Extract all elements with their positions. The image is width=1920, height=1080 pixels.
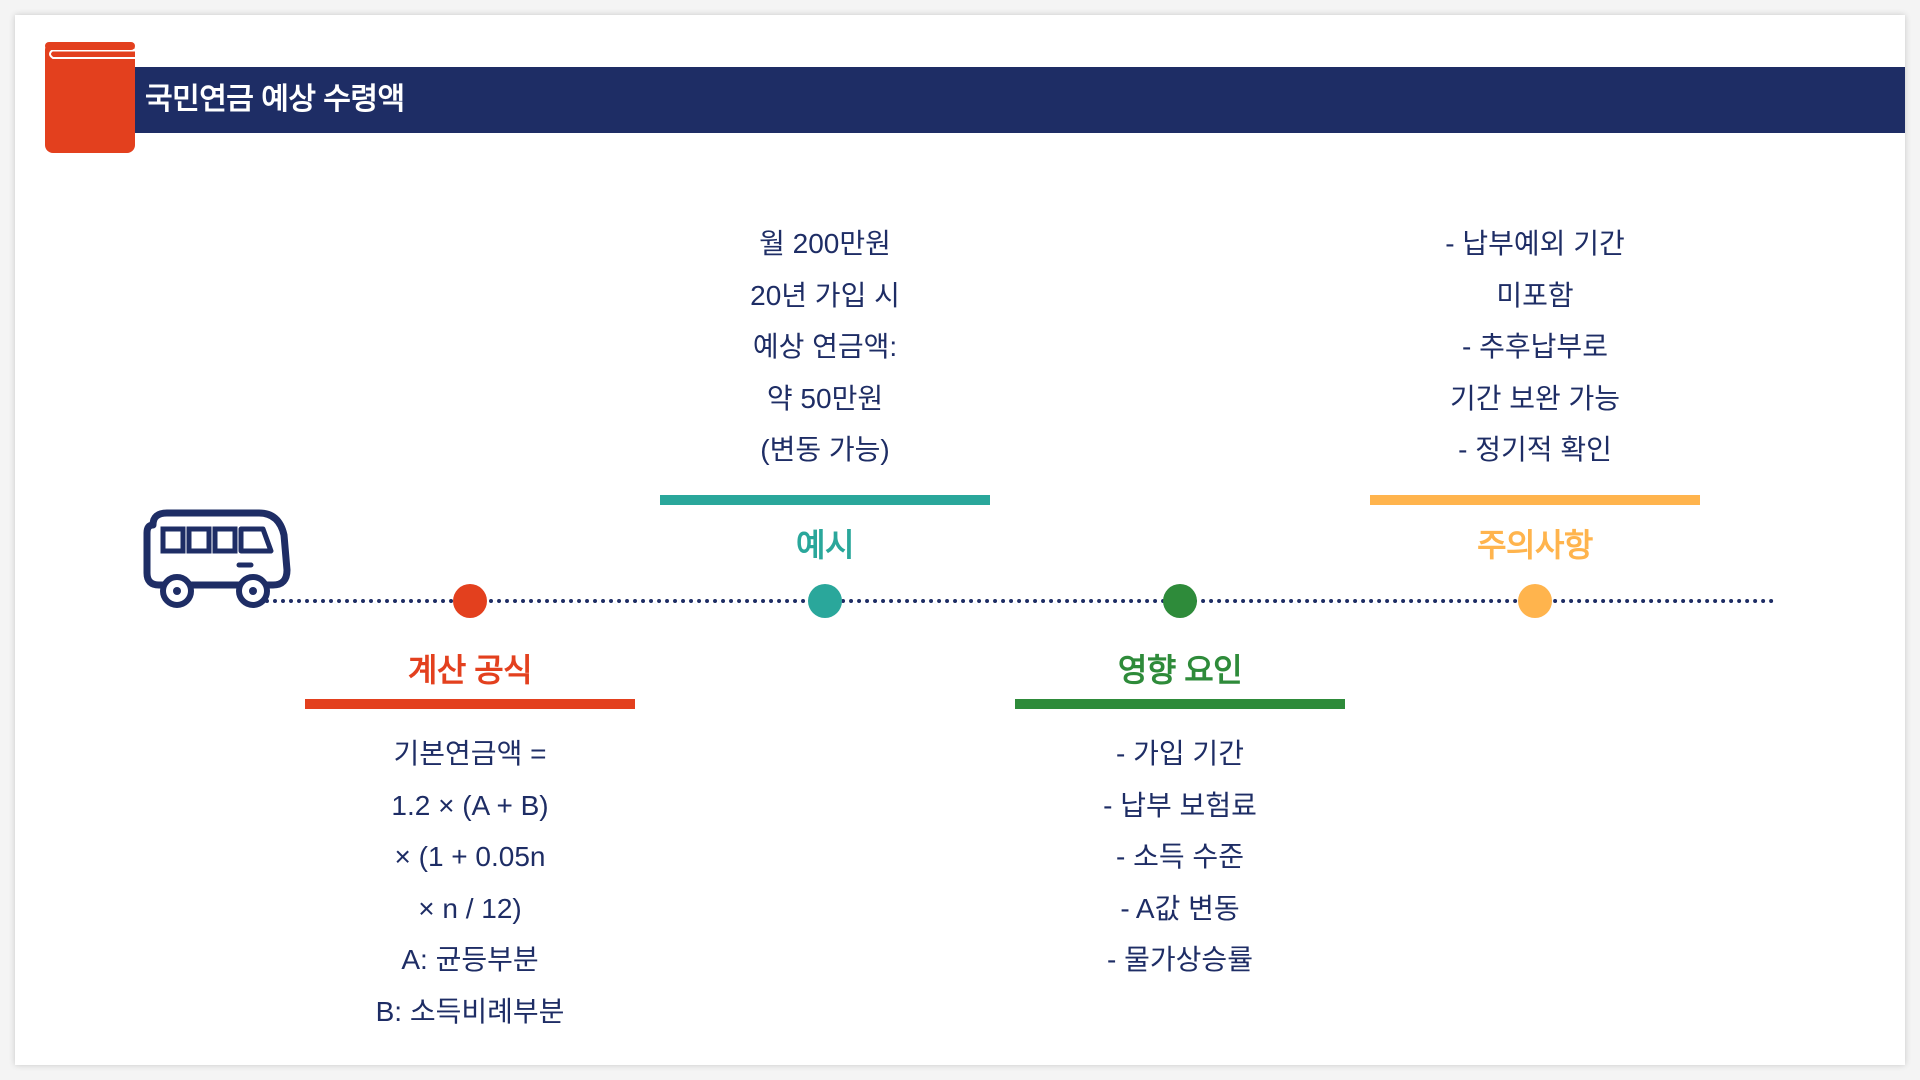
stage-bar-formula xyxy=(305,699,635,709)
stage-text-cautions: - 납부예외 기간 미포함 - 추후납부로 기간 보완 가능 - 정기적 확인 xyxy=(1355,218,1715,476)
stage-line: × n / 12) xyxy=(418,892,522,924)
stage-line: A: 균등부분 xyxy=(401,944,539,975)
stage-line: × (1 + 0.05n xyxy=(394,841,546,872)
slide: 국민연금 예상 수령액 계산 공식 기본연금액 = 1.2 × (A + B) … xyxy=(15,15,1905,1065)
stage-line: - 납부예외 기간 xyxy=(1445,228,1625,259)
timeline-dot-formula xyxy=(453,584,487,618)
stage-line: - 물가상승률 xyxy=(1107,944,1253,975)
stage-title-example: 예시 xyxy=(796,527,854,563)
stage-line: 약 50만원 xyxy=(766,382,884,414)
header-bar xyxy=(133,67,1905,133)
stage-line: - 소득 수준 xyxy=(1116,841,1244,872)
timeline-dot-cautions xyxy=(1518,584,1552,618)
stage-line: 1.2 × (A + B) xyxy=(391,789,549,821)
stage-bar-cautions xyxy=(1370,495,1700,505)
stage-line: - 납부 보험료 xyxy=(1103,789,1257,821)
stage-line: (변동 가능) xyxy=(760,434,890,465)
stage-title-formula: 계산 공식 xyxy=(407,652,533,688)
stage-line: 월 200만원 xyxy=(759,228,891,259)
stage-bar-factors xyxy=(1015,699,1345,709)
stage-title-cautions: 주의사항 xyxy=(1477,527,1593,563)
stage-line: - 가입 기간 xyxy=(1116,738,1244,769)
stage-bar-example xyxy=(660,495,990,505)
stage-line: 미포함 xyxy=(1496,279,1574,311)
stage-line: - A값 변동 xyxy=(1120,892,1240,924)
stage-line: B: 소득비례부분 xyxy=(375,995,565,1027)
stage-text-example: 월 200만원 20년 가입 시 예상 연금액: 약 50만원 (변동 가능) xyxy=(645,218,1005,476)
bus-icon xyxy=(143,509,291,608)
stage-text-formula: 기본연금액 = 1.2 × (A + B) × (1 + 0.05n × n /… xyxy=(290,728,650,1037)
stage-line: 기간 보완 가능 xyxy=(1449,382,1621,414)
stage-text-factors: - 가입 기간 - 납부 보험료 - 소득 수준 - A값 변동 - 물가상승률 xyxy=(1000,728,1360,986)
book-icon xyxy=(45,42,135,153)
page-title: 국민연금 예상 수령액 xyxy=(145,83,405,116)
stage-line: - 추후납부로 xyxy=(1462,331,1608,362)
stage-line: 20년 가입 시 xyxy=(750,279,900,311)
stage-line: 기본연금액 = xyxy=(393,738,547,769)
stage-line: - 정기적 확인 xyxy=(1458,434,1612,465)
stage-title-factors: 영향 요인 xyxy=(1117,652,1243,688)
timeline-line xyxy=(265,599,1775,603)
timeline-dot-factors xyxy=(1163,584,1197,618)
timeline-dot-example xyxy=(808,584,842,618)
stage-line: 예상 연금액: xyxy=(752,331,898,362)
